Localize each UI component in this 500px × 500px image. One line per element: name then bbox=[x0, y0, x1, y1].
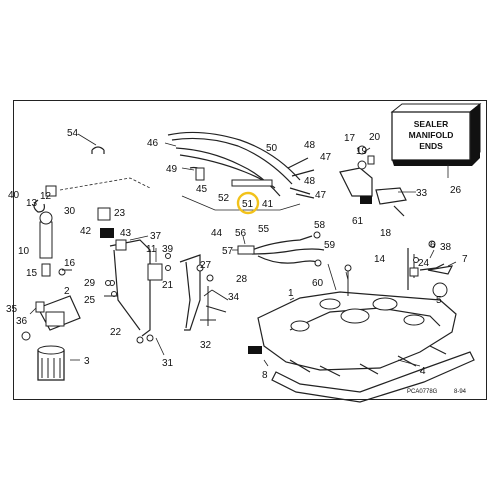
callout-34: 34 bbox=[228, 292, 240, 303]
callout-23: 23 bbox=[114, 208, 126, 219]
bolts bbox=[62, 264, 352, 313]
callout-35: 35 bbox=[6, 304, 18, 315]
wiring-harness bbox=[164, 131, 315, 199]
callout-27: 27 bbox=[200, 260, 212, 271]
figure-code: PCA0778G bbox=[407, 389, 438, 395]
callout-30: 30 bbox=[64, 206, 76, 217]
callout-18: 18 bbox=[380, 228, 392, 239]
callout-48-top: 48 bbox=[304, 140, 316, 151]
callout-15: 15 bbox=[26, 268, 38, 279]
callout-12: 12 bbox=[40, 191, 52, 202]
callout-11: 11 bbox=[146, 244, 157, 255]
callout-46: 46 bbox=[147, 138, 159, 149]
sealer-label-line1: SEALER bbox=[414, 119, 448, 129]
sealer-label-line3: ENDS bbox=[419, 141, 443, 151]
callout-16: 16 bbox=[64, 258, 76, 269]
regulator-bracket bbox=[97, 207, 216, 356]
callout-36: 36 bbox=[16, 316, 28, 327]
callout-28: 28 bbox=[236, 274, 248, 285]
callout-22: 22 bbox=[110, 327, 122, 338]
callout-59: 59 bbox=[324, 240, 336, 251]
sealer-label-line2: MANIFOLD bbox=[409, 130, 454, 140]
filter-assembly bbox=[21, 177, 151, 381]
callout-20: 20 bbox=[369, 132, 381, 143]
right-small-parts bbox=[413, 249, 457, 275]
callout-1: 1 bbox=[288, 288, 294, 299]
callout-40: 40 bbox=[8, 190, 20, 201]
callout-21: 21 bbox=[162, 280, 174, 291]
callout-numbers: 54 46 50 48 47 49 45 48 47 52 51 41 44 1… bbox=[6, 128, 468, 381]
callout-7: 7 bbox=[462, 254, 468, 265]
callout-29: 29 bbox=[84, 278, 96, 289]
callout-32: 32 bbox=[200, 340, 212, 351]
callout-41: 41 bbox=[262, 199, 274, 210]
callout-2: 2 bbox=[64, 286, 70, 297]
callout-3: 3 bbox=[84, 356, 90, 367]
upper-right-parts bbox=[339, 145, 449, 217]
sensor-harness bbox=[232, 231, 325, 267]
callout-57: 57 bbox=[222, 246, 234, 257]
figure-date: 8-94 bbox=[454, 389, 467, 395]
callout-5: 5 bbox=[436, 295, 442, 306]
callout-17: 17 bbox=[344, 133, 356, 144]
callout-13: 13 bbox=[26, 198, 38, 209]
callout-19: 19 bbox=[356, 146, 368, 157]
callout-50: 50 bbox=[266, 143, 278, 154]
callout-4: 4 bbox=[420, 366, 426, 377]
callout-44: 44 bbox=[211, 228, 223, 239]
callout-6: 6 bbox=[430, 240, 436, 251]
callout-37: 37 bbox=[150, 231, 162, 242]
callout-55: 55 bbox=[258, 224, 270, 235]
part-54-clip bbox=[77, 133, 105, 154]
callout-47-bottom: 47 bbox=[315, 190, 327, 201]
callout-10: 10 bbox=[18, 246, 30, 257]
sealer-manifold-ends-box: SEALER MANIFOLD ENDS bbox=[390, 102, 482, 166]
intake-manifold bbox=[248, 240, 475, 403]
callout-58: 58 bbox=[314, 220, 326, 231]
callout-49: 49 bbox=[166, 164, 178, 175]
callout-52: 52 bbox=[218, 193, 230, 204]
callout-14: 14 bbox=[374, 254, 386, 265]
callout-47-top: 47 bbox=[320, 152, 332, 163]
callout-48-bottom: 48 bbox=[304, 176, 316, 187]
callout-31: 31 bbox=[162, 358, 174, 369]
callout-25: 25 bbox=[84, 295, 96, 306]
callout-26: 26 bbox=[450, 185, 462, 196]
callout-45: 45 bbox=[196, 184, 208, 195]
callout-39: 39 bbox=[162, 244, 174, 255]
callout-8: 8 bbox=[262, 370, 268, 381]
callout-51: 51 bbox=[242, 199, 254, 210]
callout-43: 43 bbox=[120, 228, 132, 239]
callout-56: 56 bbox=[235, 228, 247, 239]
callout-33: 33 bbox=[416, 188, 428, 199]
callout-54: 54 bbox=[67, 128, 79, 139]
callout-60: 60 bbox=[312, 278, 324, 289]
callout-42: 42 bbox=[80, 226, 92, 237]
callout-24: 24 bbox=[418, 258, 430, 269]
highlight-ring-51 bbox=[236, 191, 260, 215]
callout-61: 61 bbox=[352, 216, 364, 227]
callout-38: 38 bbox=[440, 242, 452, 253]
